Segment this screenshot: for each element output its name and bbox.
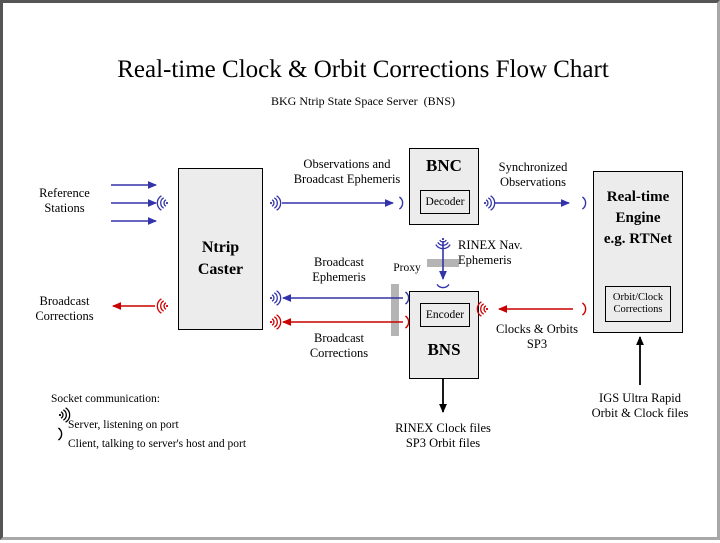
realtime-engine-box[interactable]: Real-time Engine e.g. RTNet Orbit/Clock …	[593, 171, 683, 333]
proxy-label: Proxy	[393, 262, 421, 274]
broadcast-ephemeris-label-line1: Broadcast	[314, 255, 364, 269]
socket-client-icon-engine-out	[581, 302, 587, 316]
legend-title: Socket communication:	[51, 393, 160, 405]
observations-label-line1: Observations and	[303, 157, 391, 171]
ntrip-caster-label-line1: Ntrip	[201, 239, 240, 256]
orbit-clock-line2: Corrections	[613, 304, 663, 315]
ntrip-caster-box[interactable]: Ntrip Caster	[178, 168, 263, 330]
engine-label-line2: Engine	[615, 210, 661, 226]
synchronized-observations-label-line2: Observations	[500, 175, 566, 189]
engine-label-line1: Real-time	[606, 189, 670, 205]
socket-server-icon-bnc-south	[435, 237, 451, 250]
bns-encoder-box[interactable]: Encoder	[420, 303, 470, 327]
rinex-clock-files-label-line2: SP3 Orbit files	[405, 436, 481, 450]
orbit-clock-corrections-box[interactable]: Orbit/Clock Corrections	[605, 286, 671, 322]
broadcast-corrections-left-label-line2: Corrections	[35, 309, 94, 323]
reference-stations-label-line1: Reference	[39, 186, 90, 200]
socket-client-icon-engine-in	[581, 196, 587, 210]
bnc-label: BNC	[426, 156, 462, 175]
bnc-decoder-box[interactable]: Decoder	[420, 190, 470, 214]
legend-socket-client-icon	[57, 427, 63, 441]
broadcast-corrections-mid-label-line1: Broadcast	[314, 331, 364, 345]
ntrip-caster-label-line2: Caster	[197, 261, 244, 278]
rinex-nav-label-line1: RINEX Nav.	[458, 238, 523, 252]
bns-label: BNS	[427, 340, 461, 359]
socket-server-icon-caster-in	[156, 195, 169, 211]
socket-client-icon-bnc-in	[398, 196, 404, 210]
synchronized-observations-label-line1: Synchronized	[498, 160, 568, 174]
legend-client-text: Client, talking to server's host and por…	[68, 438, 247, 450]
observations-label-line2: Broadcast Ephemeris	[293, 172, 401, 186]
socket-client-icon-bns-north	[436, 283, 450, 289]
broadcast-ephemeris-label-line2: Ephemeris	[312, 270, 366, 284]
socket-server-icon-caster-east-corr	[269, 314, 282, 330]
igs-label-line2: Orbit & Clock files	[591, 406, 689, 420]
broadcast-corrections-mid-label-line2: Corrections	[309, 346, 369, 360]
legend-server-text: Server, listening on port	[68, 419, 179, 431]
socket-server-icon-caster-east	[269, 195, 282, 211]
page-title: Real-time Clock & Orbit Corrections Flow…	[117, 56, 609, 83]
bnc-box[interactable]: BNC Decoder	[409, 148, 479, 225]
rinex-nav-label-line2: Ephemeris	[458, 253, 512, 267]
reference-stations-label-line2: Stations	[44, 201, 85, 215]
socket-server-icon-caster-out	[156, 298, 169, 314]
rinex-clock-files-label-line1: RINEX Clock files	[395, 421, 491, 435]
socket-server-icon-caster-east-eph	[269, 290, 282, 306]
igs-label-line1: IGS Ultra Rapid	[599, 391, 681, 405]
orbit-clock-line1: Orbit/Clock	[612, 292, 664, 304]
engine-label-line3: e.g. RTNet	[603, 231, 673, 247]
bns-box[interactable]: Encoder BNS	[409, 291, 479, 379]
socket-server-icon-bnc-east	[483, 195, 496, 211]
proxy-bar-horizontal-icon	[427, 259, 459, 267]
clocks-orbits-label-line1: Clocks & Orbits	[496, 322, 578, 336]
broadcast-corrections-left-label-line1: Broadcast	[39, 294, 90, 308]
proxy-bar-vertical-icon	[391, 284, 399, 336]
page-subtitle: BKG Ntrip State Space Server (BNS)	[271, 94, 455, 108]
clocks-orbits-label-line2: SP3	[526, 337, 548, 351]
